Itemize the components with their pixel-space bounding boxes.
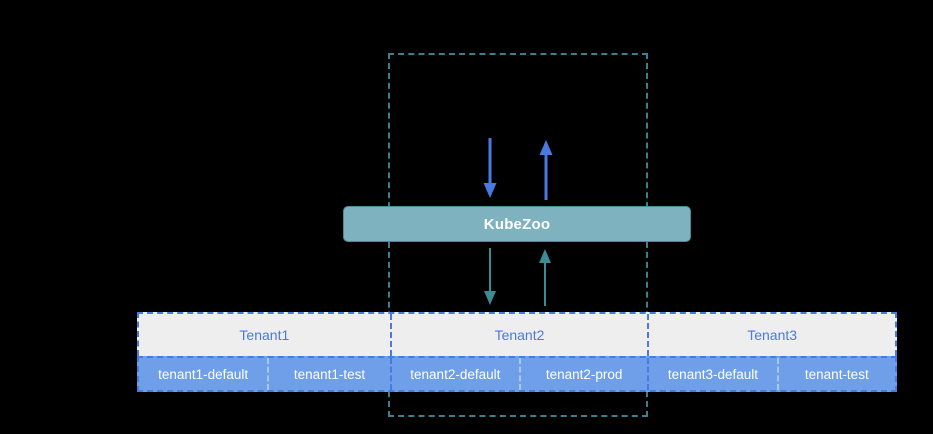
namespace-label: tenant2-default bbox=[410, 366, 501, 382]
kubezoo-label: KubeZoo bbox=[483, 215, 551, 233]
kubezoo-gateway-box[interactable]: KubeZoo bbox=[343, 206, 691, 242]
tenant-header-label: Tenant1 bbox=[239, 327, 290, 343]
namespace-cell-tenant2-default[interactable]: tenant2-default bbox=[389, 358, 519, 390]
tenant-header-tenant3[interactable]: Tenant3 bbox=[647, 314, 895, 356]
response-out-arrow bbox=[539, 140, 553, 200]
namespace-label: tenant3-default bbox=[667, 366, 758, 382]
return-up-arrow bbox=[539, 249, 551, 306]
namespace-cell-tenant3-default[interactable]: tenant3-default bbox=[647, 358, 776, 390]
tenant-table: Tenant1 Tenant2 Tenant3 tenant1-default … bbox=[137, 312, 897, 392]
tenant-header-label: Tenant3 bbox=[747, 327, 798, 343]
request-in-arrow bbox=[483, 138, 497, 198]
forward-down-arrow bbox=[484, 248, 496, 305]
tenant-header-tenant2[interactable]: Tenant2 bbox=[389, 314, 648, 356]
namespace-cell-tenant1-default[interactable]: tenant1-default bbox=[139, 358, 267, 390]
namespace-cell-tenant-test[interactable]: tenant-test bbox=[776, 358, 895, 390]
namespace-cell-tenant1-test[interactable]: tenant1-test bbox=[267, 358, 389, 390]
tenant-header-tenant1[interactable]: Tenant1 bbox=[139, 314, 390, 356]
tenant-header-label: Tenant2 bbox=[494, 327, 545, 343]
namespace-label: tenant2-prod bbox=[545, 366, 623, 382]
tenant-header-row: Tenant1 Tenant2 Tenant3 bbox=[137, 312, 897, 356]
namespace-cell-tenant2-prod[interactable]: tenant2-prod bbox=[518, 358, 647, 390]
namespace-label: tenant1-test bbox=[293, 366, 366, 382]
namespace-label: tenant-test bbox=[804, 366, 869, 382]
namespace-label: tenant1-default bbox=[158, 366, 249, 382]
namespace-row: tenant1-default tenant1-test tenant2-def… bbox=[137, 356, 897, 392]
